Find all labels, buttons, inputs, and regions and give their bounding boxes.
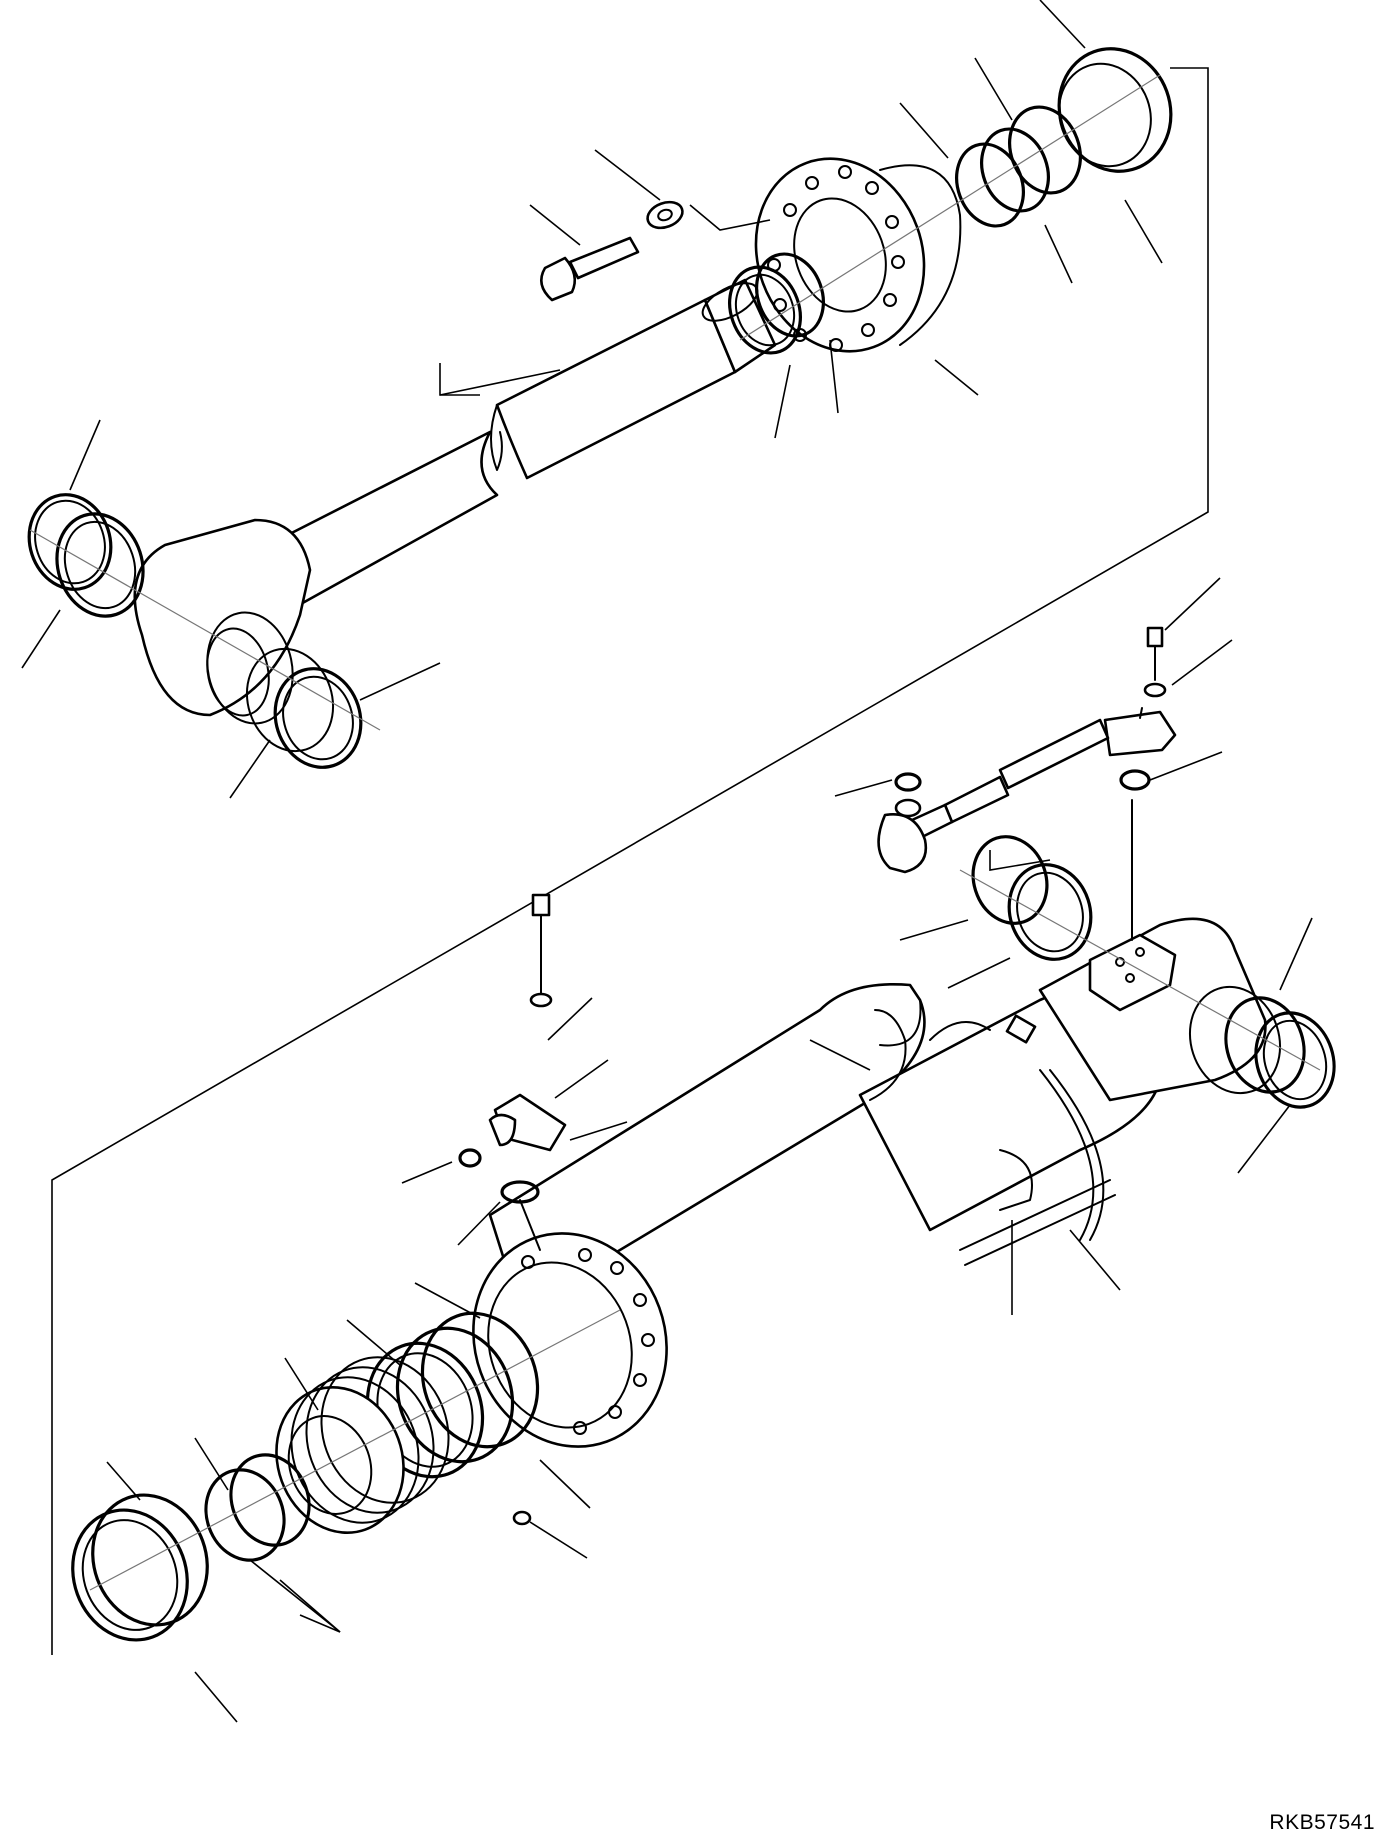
cylinder-tube-assembly bbox=[488, 835, 1336, 1312]
hose-assembly bbox=[877, 626, 1177, 941]
assembly-frame bbox=[51, 67, 1209, 1655]
cylinder-head bbox=[728, 47, 1173, 355]
leader-lines bbox=[21, 0, 1313, 1723]
tube-flange bbox=[71, 1232, 668, 1642]
drawing-code-label: RKB57541 bbox=[1269, 1811, 1375, 1834]
head-bolt bbox=[540, 200, 771, 302]
piston-rod-assembly bbox=[27, 278, 777, 769]
elbow-fitting bbox=[458, 893, 567, 1251]
